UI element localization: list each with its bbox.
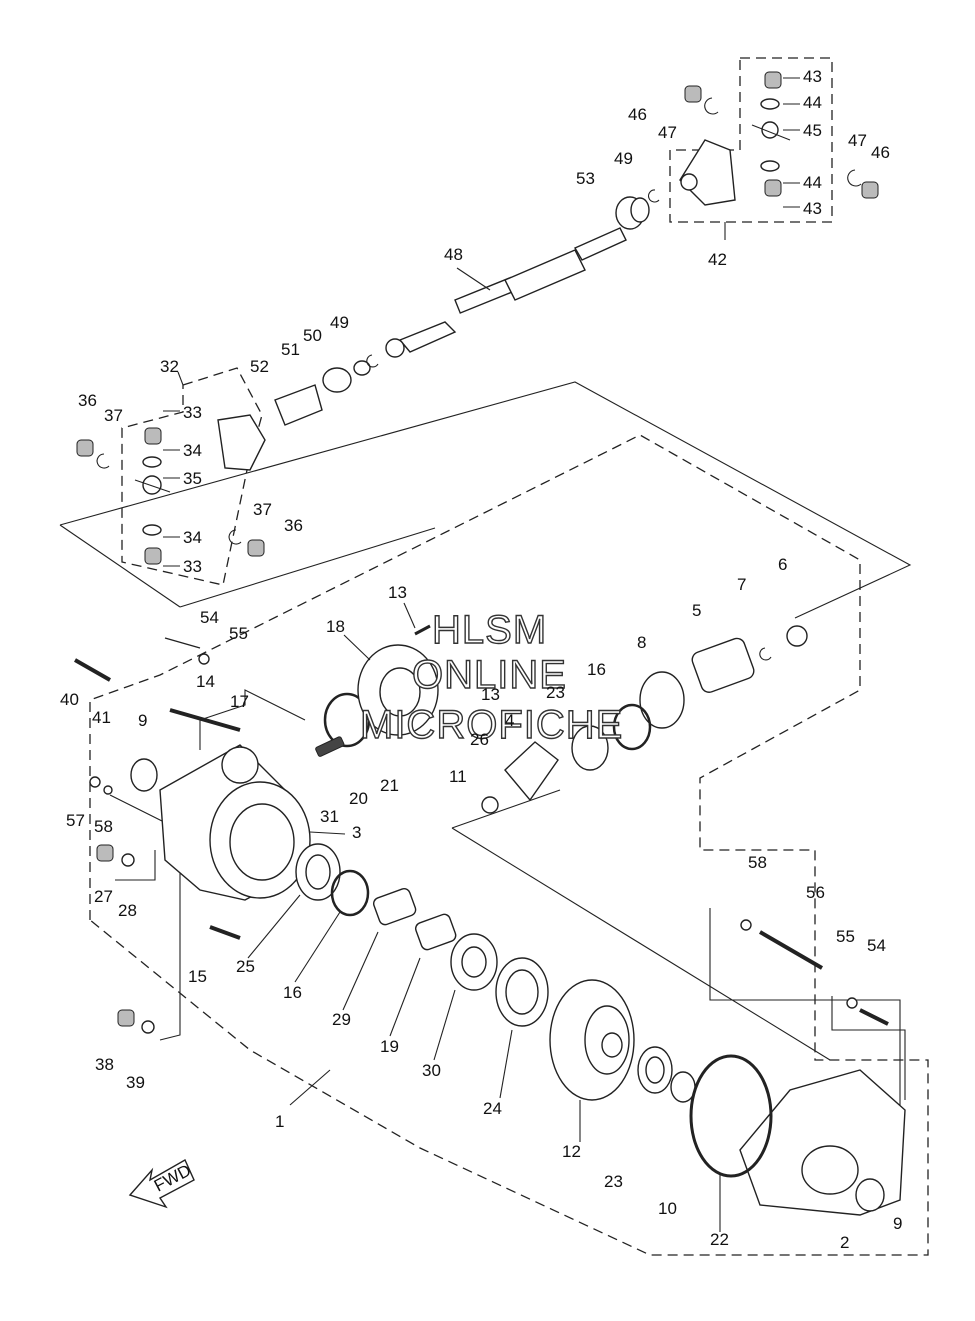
callout: 33 [183,403,202,422]
callout: 46 [871,143,890,162]
callout: 54 [200,608,219,627]
callout: 13 [388,583,407,602]
callout: 37 [253,500,272,519]
callout: 23 [546,683,565,702]
callout: 19 [380,1037,399,1056]
callout: 7 [737,575,746,594]
callout: 58 [748,853,767,872]
callout: 49 [330,313,349,332]
callout: 42 [708,250,727,269]
bushing-53 [615,196,650,230]
callout: 26 [470,730,489,749]
callout: 43 [803,67,822,86]
callout: 25 [236,957,255,976]
spring-boot-parts [217,354,379,471]
callout: 15 [188,967,207,986]
callout: 10 [658,1199,677,1218]
callout: 23 [604,1172,623,1191]
watermark-line-2: ONLINE [412,653,567,697]
fwd-arrow-icon: FWD [128,1159,195,1209]
callout: 56 [806,883,825,902]
callout: 36 [284,516,303,535]
ring-gear-12 [549,979,635,1101]
callout: 39 [126,1073,145,1092]
housing-3 [159,744,311,901]
callout: 27 [94,887,113,906]
callout: 40 [60,690,79,709]
callout: 52 [250,357,269,376]
callout: 31 [320,807,339,826]
callout: 9 [893,1214,902,1233]
watermark-line-3: MICROFICHE [360,703,623,747]
callout: 29 [332,1010,351,1029]
callout: 14 [196,672,215,691]
callout: 32 [160,357,179,376]
callout: 22 [710,1230,729,1249]
callout: 57 [66,811,85,830]
cross-joint-32 [76,427,265,565]
callout: 34 [183,441,202,460]
callout: 24 [483,1099,502,1118]
housing-outline [59,381,912,1115]
callout: 48 [444,245,463,264]
callout: 35 [183,469,202,488]
callout: 46 [628,105,647,124]
small-parts [74,624,889,1034]
callout: 44 [803,93,822,112]
callout: 47 [848,131,867,150]
callout: 49 [614,149,633,168]
callout: 18 [326,617,345,636]
callout: 11 [449,767,467,786]
callout: 12 [562,1142,581,1161]
drive-shaft-48 [385,227,627,358]
callout: 43 [803,199,822,218]
callout: 53 [576,169,595,188]
callout: 13 [481,685,500,704]
callout: 16 [587,660,606,679]
callout: 16 [283,983,302,1002]
callout: 6 [778,555,787,574]
callouts: 43 44 45 44 43 42 46 47 47 46 49 53 48 4… [60,67,902,1252]
inner-frame-lines [109,689,306,1041]
callout: 4 [505,711,514,730]
callout: 20 [349,789,368,808]
callout: 45 [803,121,822,140]
callout: 9 [138,711,147,730]
callout: 3 [352,823,361,842]
leader-lines [163,77,800,1232]
callout: 55 [836,927,855,946]
cover-18 [357,644,439,736]
callout: 50 [303,326,322,345]
callout: 28 [118,901,137,920]
callout: 44 [803,173,822,192]
callout: 55 [229,624,248,643]
callout: 34 [183,528,202,547]
callout: 37 [104,406,123,425]
callout: 58 [94,817,113,836]
watermark-line-1: HLSM [432,608,547,652]
callout: 1 [275,1112,284,1131]
group-42-box [669,57,833,240]
case-2 [739,1069,906,1216]
callout: 33 [183,557,202,576]
callout: 38 [95,1055,114,1074]
callout: 30 [422,1061,441,1080]
callout: 41 [92,708,111,727]
callout: 47 [658,123,677,142]
group-32-box [121,367,263,586]
callout: 17 [230,692,249,711]
callout: 54 [867,936,886,955]
callout: 2 [840,1233,849,1252]
callout: 8 [637,633,646,652]
rollers-and-pinion [372,625,808,951]
callout: 36 [78,391,97,410]
callout: 51 [281,340,300,359]
callout: 5 [692,601,701,620]
group-1-box [89,434,929,1256]
callout: 21 [380,776,399,795]
yoke-parts-top [648,71,879,206]
bearings-and-shims [130,671,773,1178]
